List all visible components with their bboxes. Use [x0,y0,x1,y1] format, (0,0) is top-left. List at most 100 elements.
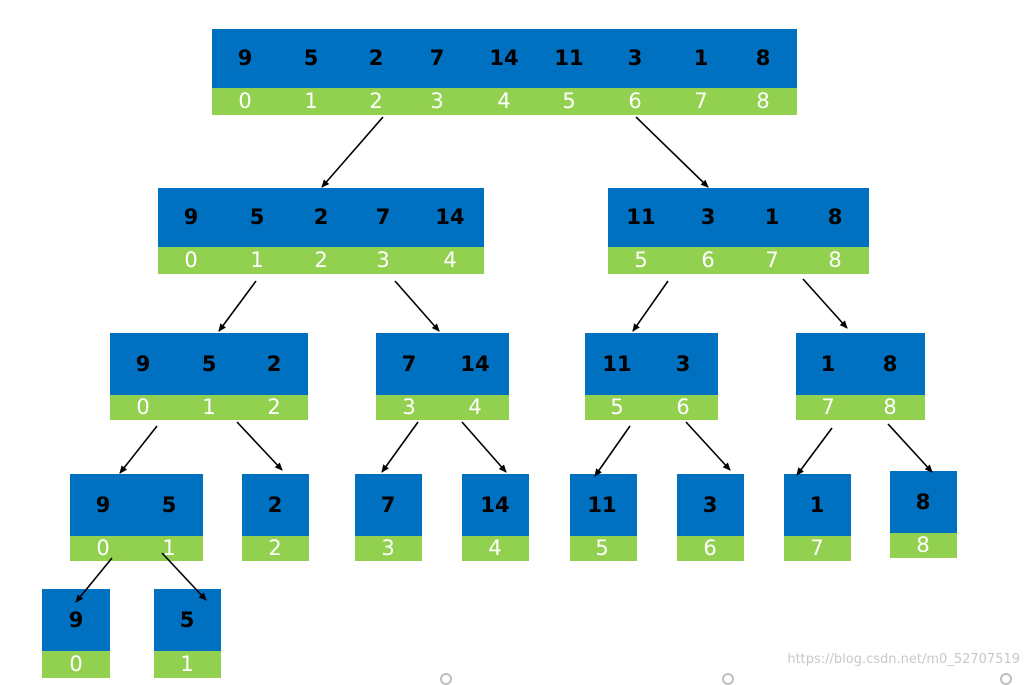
value-cell: 3 [675,352,691,376]
index-cell: 0 [184,248,198,272]
value-cell: 2 [267,493,283,517]
value-row: 5 [154,589,221,651]
split-arrow [632,280,669,332]
index-cell: 7 [765,248,779,272]
value-cell: 7 [429,46,445,70]
index-cell: 0 [136,395,150,419]
value-cell: 8 [915,490,931,514]
array-node: 11 5 [570,474,637,561]
value-row: 11 [570,474,637,536]
index-cell: 5 [634,248,648,272]
value-cell: 2 [266,352,282,376]
index-cell: 4 [443,248,457,272]
split-arrow [887,423,933,473]
value-cell: 5 [161,493,177,517]
index-cell: 0 [96,536,110,560]
split-arrow [594,425,631,477]
value-cell: 2 [368,46,384,70]
index-row: 4 [462,536,529,561]
value-row: 14 [462,474,529,536]
index-row: 7 [784,536,851,561]
index-cell: 3 [376,248,390,272]
value-cell: 14 [489,46,519,70]
value-cell: 8 [882,352,898,376]
value-cell: 9 [183,205,199,229]
index-cell: 5 [595,536,609,560]
index-cell: 8 [916,533,930,557]
index-cell: 0 [238,89,252,113]
split-arrow [218,280,257,332]
split-arrow [394,280,440,332]
index-row: 3 [355,536,422,561]
index-row: 1 [154,651,221,678]
value-cell: 8 [827,205,843,229]
split-arrow [119,425,158,474]
index-cell: 3 [430,89,444,113]
index-cell: 1 [304,89,318,113]
value-cell: 11 [587,493,617,517]
index-cell: 3 [402,395,416,419]
index-cell: 4 [468,395,482,419]
value-row: 8 [890,471,957,533]
value-row: 1 [784,474,851,536]
index-cell: 4 [497,89,511,113]
index-cell: 1 [162,536,176,560]
index-cell: 7 [694,89,708,113]
value-cell: 1 [820,352,836,376]
index-cell: 6 [703,536,717,560]
index-row: 8 [890,533,957,558]
decorative-dot [1000,673,1012,685]
value-cell: 11 [602,352,632,376]
value-row: 2 [242,474,309,536]
value-cell: 3 [702,493,718,517]
value-cell: 9 [68,608,84,632]
value-cell: 1 [809,493,825,517]
value-cell: 11 [626,205,656,229]
split-arrow [75,557,113,603]
index-cell: 3 [381,536,395,560]
index-row: 5 [570,536,637,561]
value-row: 7 [355,474,422,536]
value-cell: 7 [401,352,417,376]
index-cell: 6 [628,89,642,113]
split-arrow [802,278,848,329]
index-row: 0 [42,651,110,678]
split-arrow [685,421,731,471]
value-cell: 5 [249,205,265,229]
index-row: 6 [677,536,744,561]
value-cell: 14 [460,352,490,376]
index-cell: 8 [828,248,842,272]
index-cell: 8 [883,395,897,419]
value-row: 7 14 [376,333,509,395]
split-arrow [236,421,283,471]
watermark-text: https://blog.csdn.net/m0_52707519 [787,652,1020,667]
value-row: 11 3 [585,333,718,395]
index-cell: 0 [69,652,83,676]
value-cell: 2 [313,205,329,229]
index-row: 2 [242,536,309,561]
split-arrow [381,421,419,473]
value-cell: 5 [201,352,217,376]
